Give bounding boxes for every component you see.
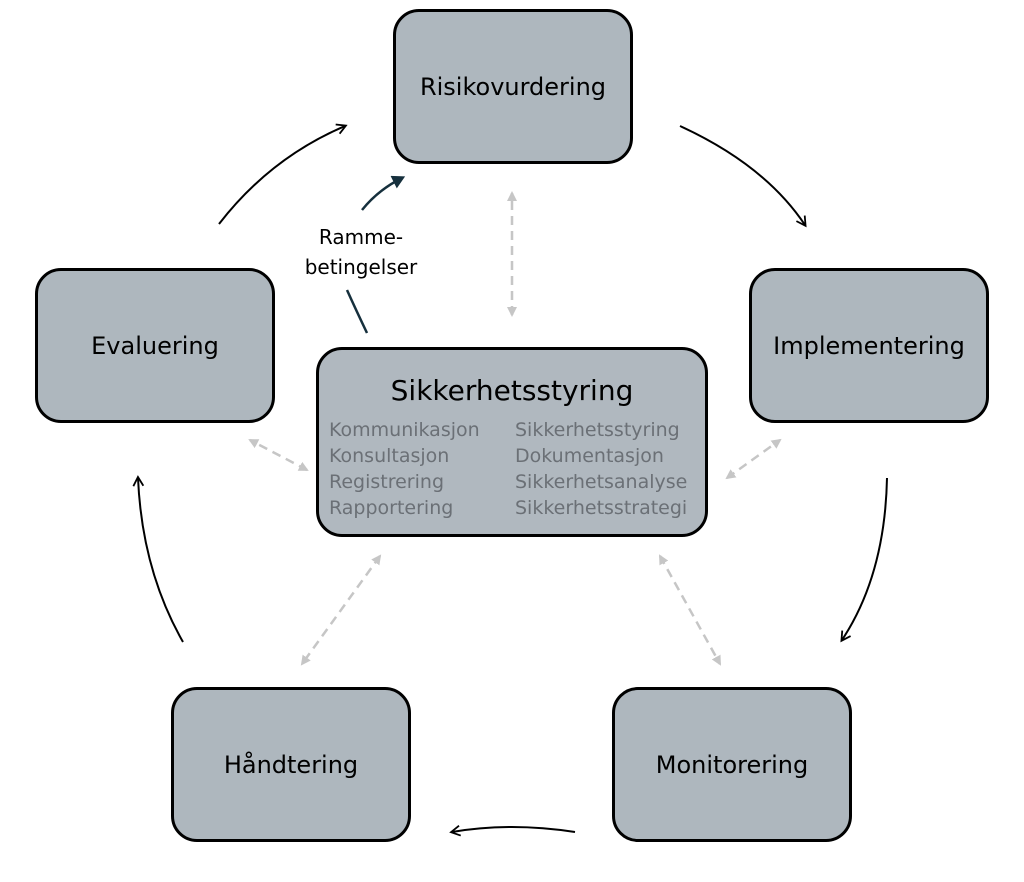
node-label: Håndtering xyxy=(223,750,359,779)
dashed-arrow-center-mon xyxy=(658,554,722,666)
center-item: Sikkerhetsstrategi xyxy=(515,497,688,519)
node-label: Monitorering xyxy=(655,750,809,779)
node-handtering[interactable]: Håndtering xyxy=(171,687,411,842)
node-risikovurdering[interactable]: Risikovurdering xyxy=(393,9,633,164)
node-evaluering[interactable]: Evaluering xyxy=(35,268,275,423)
framework-label: Ramme- betingelser xyxy=(296,222,426,282)
center-item: Rapportering xyxy=(329,497,454,519)
center-left-list: Kommunikasjon Konsultasjon Registrering … xyxy=(329,417,480,521)
cycle-arrow-eval-to-risk xyxy=(218,123,348,225)
node-implementering[interactable]: Implementering xyxy=(749,268,989,423)
framework-arrow-upper xyxy=(361,175,406,211)
node-sikkerhetsstyring-center[interactable]: Sikkerhetsstyring Kommunikasjon Konsulta… xyxy=(316,347,708,537)
framework-label-line: betingelser xyxy=(304,255,418,279)
center-item: Registrering xyxy=(329,471,445,493)
node-monitorering[interactable]: Monitorering xyxy=(612,687,852,842)
center-item: Kommunikasjon xyxy=(329,419,480,441)
node-label: Risikovurdering xyxy=(419,72,607,101)
dashed-arrow-center-hand xyxy=(300,554,382,666)
center-title: Sikkerhetsstyring xyxy=(390,374,634,407)
dashed-arrow-center-impl xyxy=(725,438,782,480)
cycle-arrow-risk-to-impl xyxy=(679,125,807,228)
cycle-arrow-hand-to-eval xyxy=(132,475,184,643)
dashed-arrow-center-eval xyxy=(248,438,309,472)
cycle-arrow-mon-to-hand xyxy=(449,825,576,837)
center-item: Sikkerhetsstyring xyxy=(515,419,680,441)
center-right-list: Sikkerhetsstyring Dokumentasjon Sikkerhe… xyxy=(515,417,687,521)
node-label: Evaluering xyxy=(91,331,219,360)
framework-arrow-lower xyxy=(345,289,369,334)
node-label: Implementering xyxy=(773,331,965,360)
cycle-arrow-impl-to-mon xyxy=(840,477,888,643)
framework-label-line: Ramme- xyxy=(318,225,404,249)
center-item: Dokumentasjon xyxy=(515,445,664,467)
center-item: Sikkerhetsanalyse xyxy=(515,471,688,493)
center-item: Konsultasjon xyxy=(329,445,450,467)
